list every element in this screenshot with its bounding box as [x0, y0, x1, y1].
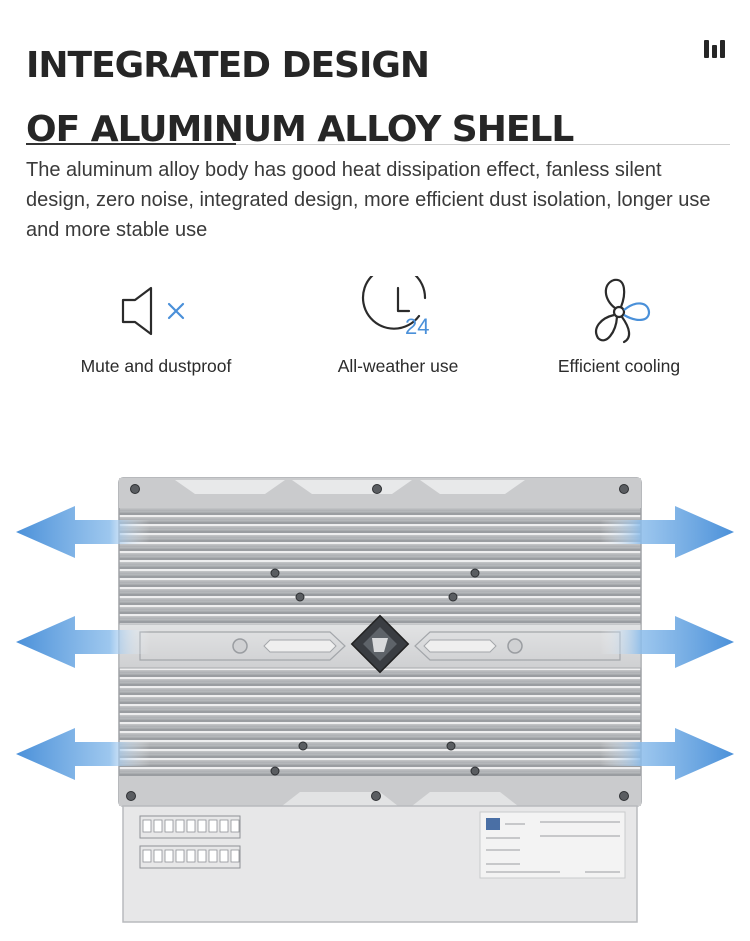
- feature-label: Efficient cooling: [557, 356, 681, 376]
- airflow-arrows-left: [16, 506, 150, 780]
- feature-label: Mute and dustproof: [80, 356, 232, 376]
- aluminum-chassis-image: [16, 477, 734, 923]
- description-text: The aluminum alloy body has good heat di…: [26, 159, 711, 241]
- clock-24-icon: 24: [361, 276, 429, 339]
- clock-24-text: 24: [405, 314, 429, 339]
- airflow-arrows-right: [600, 506, 734, 780]
- title-line-1: INTEGRATED DESIGN: [26, 45, 430, 86]
- fan-icon: [595, 278, 651, 344]
- title-line-2: OF ALUMINUM ALLOY SHELL: [26, 109, 574, 150]
- feature-mute-dustproof: Mute and dustproof: [46, 276, 266, 377]
- title-underline-accent: [26, 143, 236, 145]
- title-underline: [236, 144, 730, 145]
- feature-efficient-cooling: Efficient cooling: [509, 276, 729, 377]
- brand-logo-icon: [704, 40, 730, 60]
- feature-all-weather: 24 All-weather use: [288, 276, 508, 377]
- feature-label: All-weather use: [337, 356, 459, 376]
- speaker-mute-icon: [121, 286, 185, 336]
